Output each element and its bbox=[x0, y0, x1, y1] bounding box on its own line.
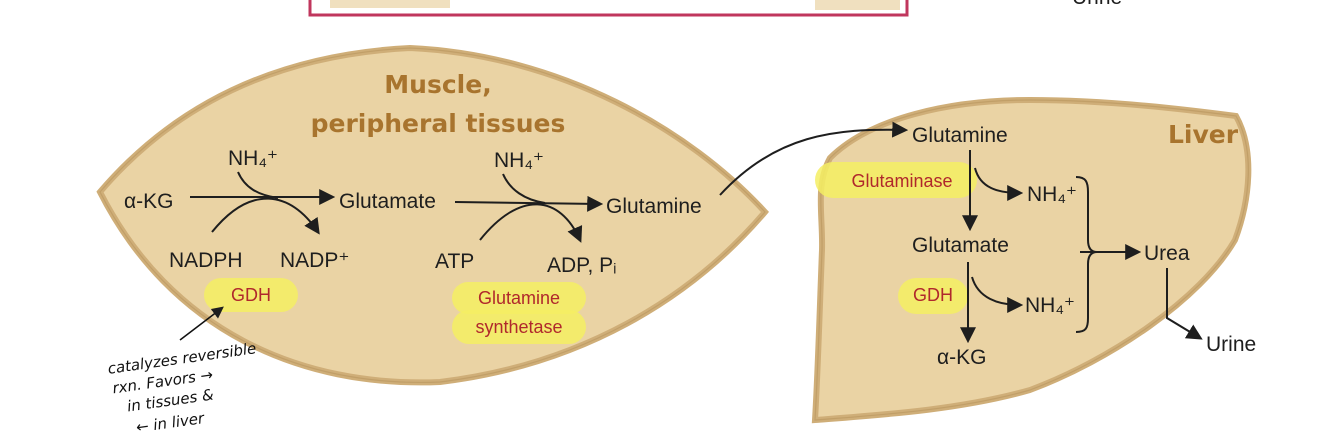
muscle-nh4-2: NH₄⁺ bbox=[494, 149, 544, 172]
muscle-glutamate-label: Glutamate bbox=[339, 190, 436, 213]
liver-nh4-1: NH₄⁺ bbox=[1027, 183, 1077, 206]
gdh-highlight bbox=[204, 278, 298, 312]
muscle-nh4-1: NH₄⁺ bbox=[228, 147, 278, 170]
nh4-incorporation-arc-1 bbox=[237, 171, 279, 199]
liver-glutamine-label: Glutamine bbox=[912, 124, 1008, 147]
liver-title: Liver bbox=[1168, 120, 1239, 149]
muscle-glutamine-label: Glutamine bbox=[606, 195, 702, 218]
muscle-nadph-label: NADPH bbox=[169, 249, 243, 272]
top-frame-fragment: Urine bbox=[308, 0, 1122, 17]
handwritten-note: catalyzes reversible rxn. Favors → in ti… bbox=[107, 339, 258, 436]
atp-adp-arc bbox=[479, 203, 583, 243]
glutaminase-highlight bbox=[815, 162, 977, 198]
liver-glutaminase-label: Glutaminase bbox=[851, 171, 952, 191]
liver-gdh-highlight bbox=[898, 278, 968, 314]
liver-urea-label: Urea bbox=[1144, 242, 1190, 265]
gs-label-line1: Glutamine bbox=[478, 288, 560, 308]
nh4-incorporation-arc-2 bbox=[502, 173, 546, 204]
top-cut-text: Urine bbox=[1072, 0, 1122, 9]
muscle-title-line1: Muscle, bbox=[384, 70, 491, 99]
muscle-nadp-label: NADP⁺ bbox=[280, 249, 349, 272]
liver-gdh-label: GDH bbox=[913, 285, 953, 305]
muscle-akg-label: α-KG bbox=[124, 190, 173, 213]
liver-akg-label: α-KG bbox=[937, 346, 986, 369]
liver-urine-label: Urine bbox=[1206, 333, 1256, 356]
glutamine-transport-arrow bbox=[719, 121, 909, 196]
liver-glutamate-label: Glutamate bbox=[912, 234, 1009, 257]
gs-label-line2: synthetase bbox=[475, 317, 562, 337]
gs-highlight-1 bbox=[452, 282, 586, 314]
note-line4: ← in liver bbox=[135, 409, 206, 436]
note-pointer-arrow bbox=[179, 306, 224, 341]
glutaminase-nh4-branch bbox=[974, 167, 1024, 201]
muscle-title-line2: peripheral tissues bbox=[311, 109, 566, 138]
muscle-adp-pi-label: ADP, Pᵢ bbox=[547, 254, 616, 277]
liver-nh4-2: NH₄⁺ bbox=[1025, 294, 1075, 317]
urea-to-urine-arrow bbox=[1166, 268, 1203, 340]
gdh-nh4-branch bbox=[971, 276, 1024, 313]
muscle-gdh-label: GDH bbox=[231, 285, 271, 305]
nadph-nadp-arc bbox=[211, 197, 320, 235]
glutamate-to-glutamine-arrow bbox=[454, 195, 604, 212]
muscle-atp-label: ATP bbox=[435, 250, 474, 273]
gs-highlight-2 bbox=[452, 310, 586, 344]
